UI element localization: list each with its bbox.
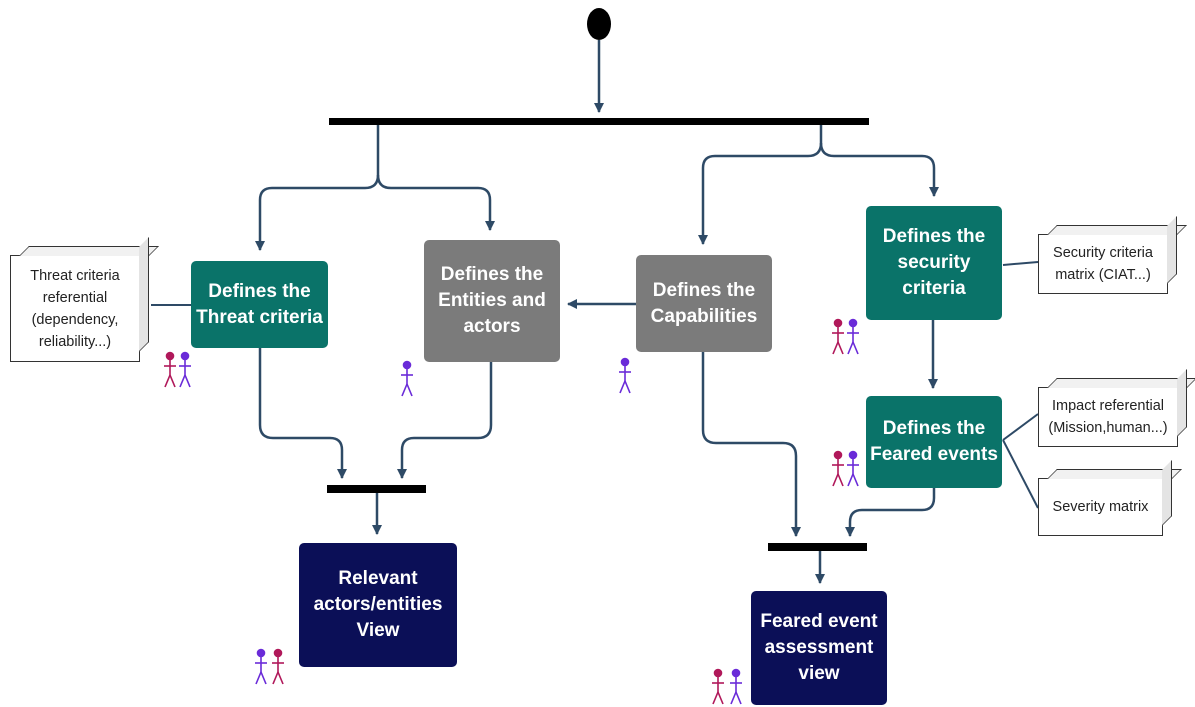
actor-icon — [730, 668, 742, 705]
note-severity-matrix: Severity matrix — [1038, 478, 1163, 536]
join-bar-right — [768, 543, 867, 551]
flow-capabilities-to-join — [701, 352, 801, 537]
node-threat-criteria[interactable]: Defines the Threat criteria — [191, 261, 328, 348]
node-capabilities[interactable]: Defines the Capabilities — [636, 255, 772, 352]
flow-to-entities — [376, 174, 495, 231]
flow-to-security — [819, 142, 939, 197]
actor-icon — [164, 351, 176, 388]
flow-threat-to-join — [258, 348, 347, 479]
join-bar-left — [327, 485, 426, 493]
actor-icon — [832, 450, 844, 487]
note-link-severity — [1002, 439, 1039, 509]
node-relevant-view[interactable]: Relevant actors/entities View — [299, 543, 457, 667]
actors-assessment — [712, 668, 742, 705]
actor-icon — [847, 318, 859, 355]
start-node — [587, 8, 611, 40]
actor-icon — [179, 351, 191, 388]
note-link-security — [1002, 261, 1039, 266]
fork-bar-main — [329, 118, 869, 125]
flow-to-threat — [255, 125, 380, 251]
note-threat-referential: Threat criteria referential (dependency,… — [10, 255, 140, 362]
flow-entities-to-join — [397, 362, 493, 479]
note-impact-referential: Impact referential (Mission,human...) — [1038, 387, 1178, 447]
actor-icon — [255, 648, 267, 685]
actors-threat — [164, 351, 191, 388]
actor-capabilities — [619, 357, 631, 394]
node-security-criteria[interactable]: Defines the security criteria — [866, 206, 1002, 320]
flow-feared-to-join — [845, 488, 936, 537]
actor-icon — [712, 668, 724, 705]
node-feared-assessment[interactable]: Feared event assessment view — [751, 591, 887, 705]
note-link-impact — [1002, 413, 1039, 441]
note-security-matrix: Security criteria matrix (CIAT...) — [1038, 234, 1168, 294]
node-feared-events[interactable]: Defines the Feared events — [866, 396, 1002, 488]
actor-icon — [832, 318, 844, 355]
actor-icon — [272, 648, 284, 685]
actor-entities — [401, 360, 413, 397]
actor-icon — [847, 450, 859, 487]
actors-relevant — [255, 648, 284, 685]
flow-to-capabilities — [698, 125, 823, 245]
actors-security — [832, 318, 859, 355]
node-entities-actors[interactable]: Defines the Entities and actors — [424, 240, 560, 362]
actors-feared — [832, 450, 859, 487]
